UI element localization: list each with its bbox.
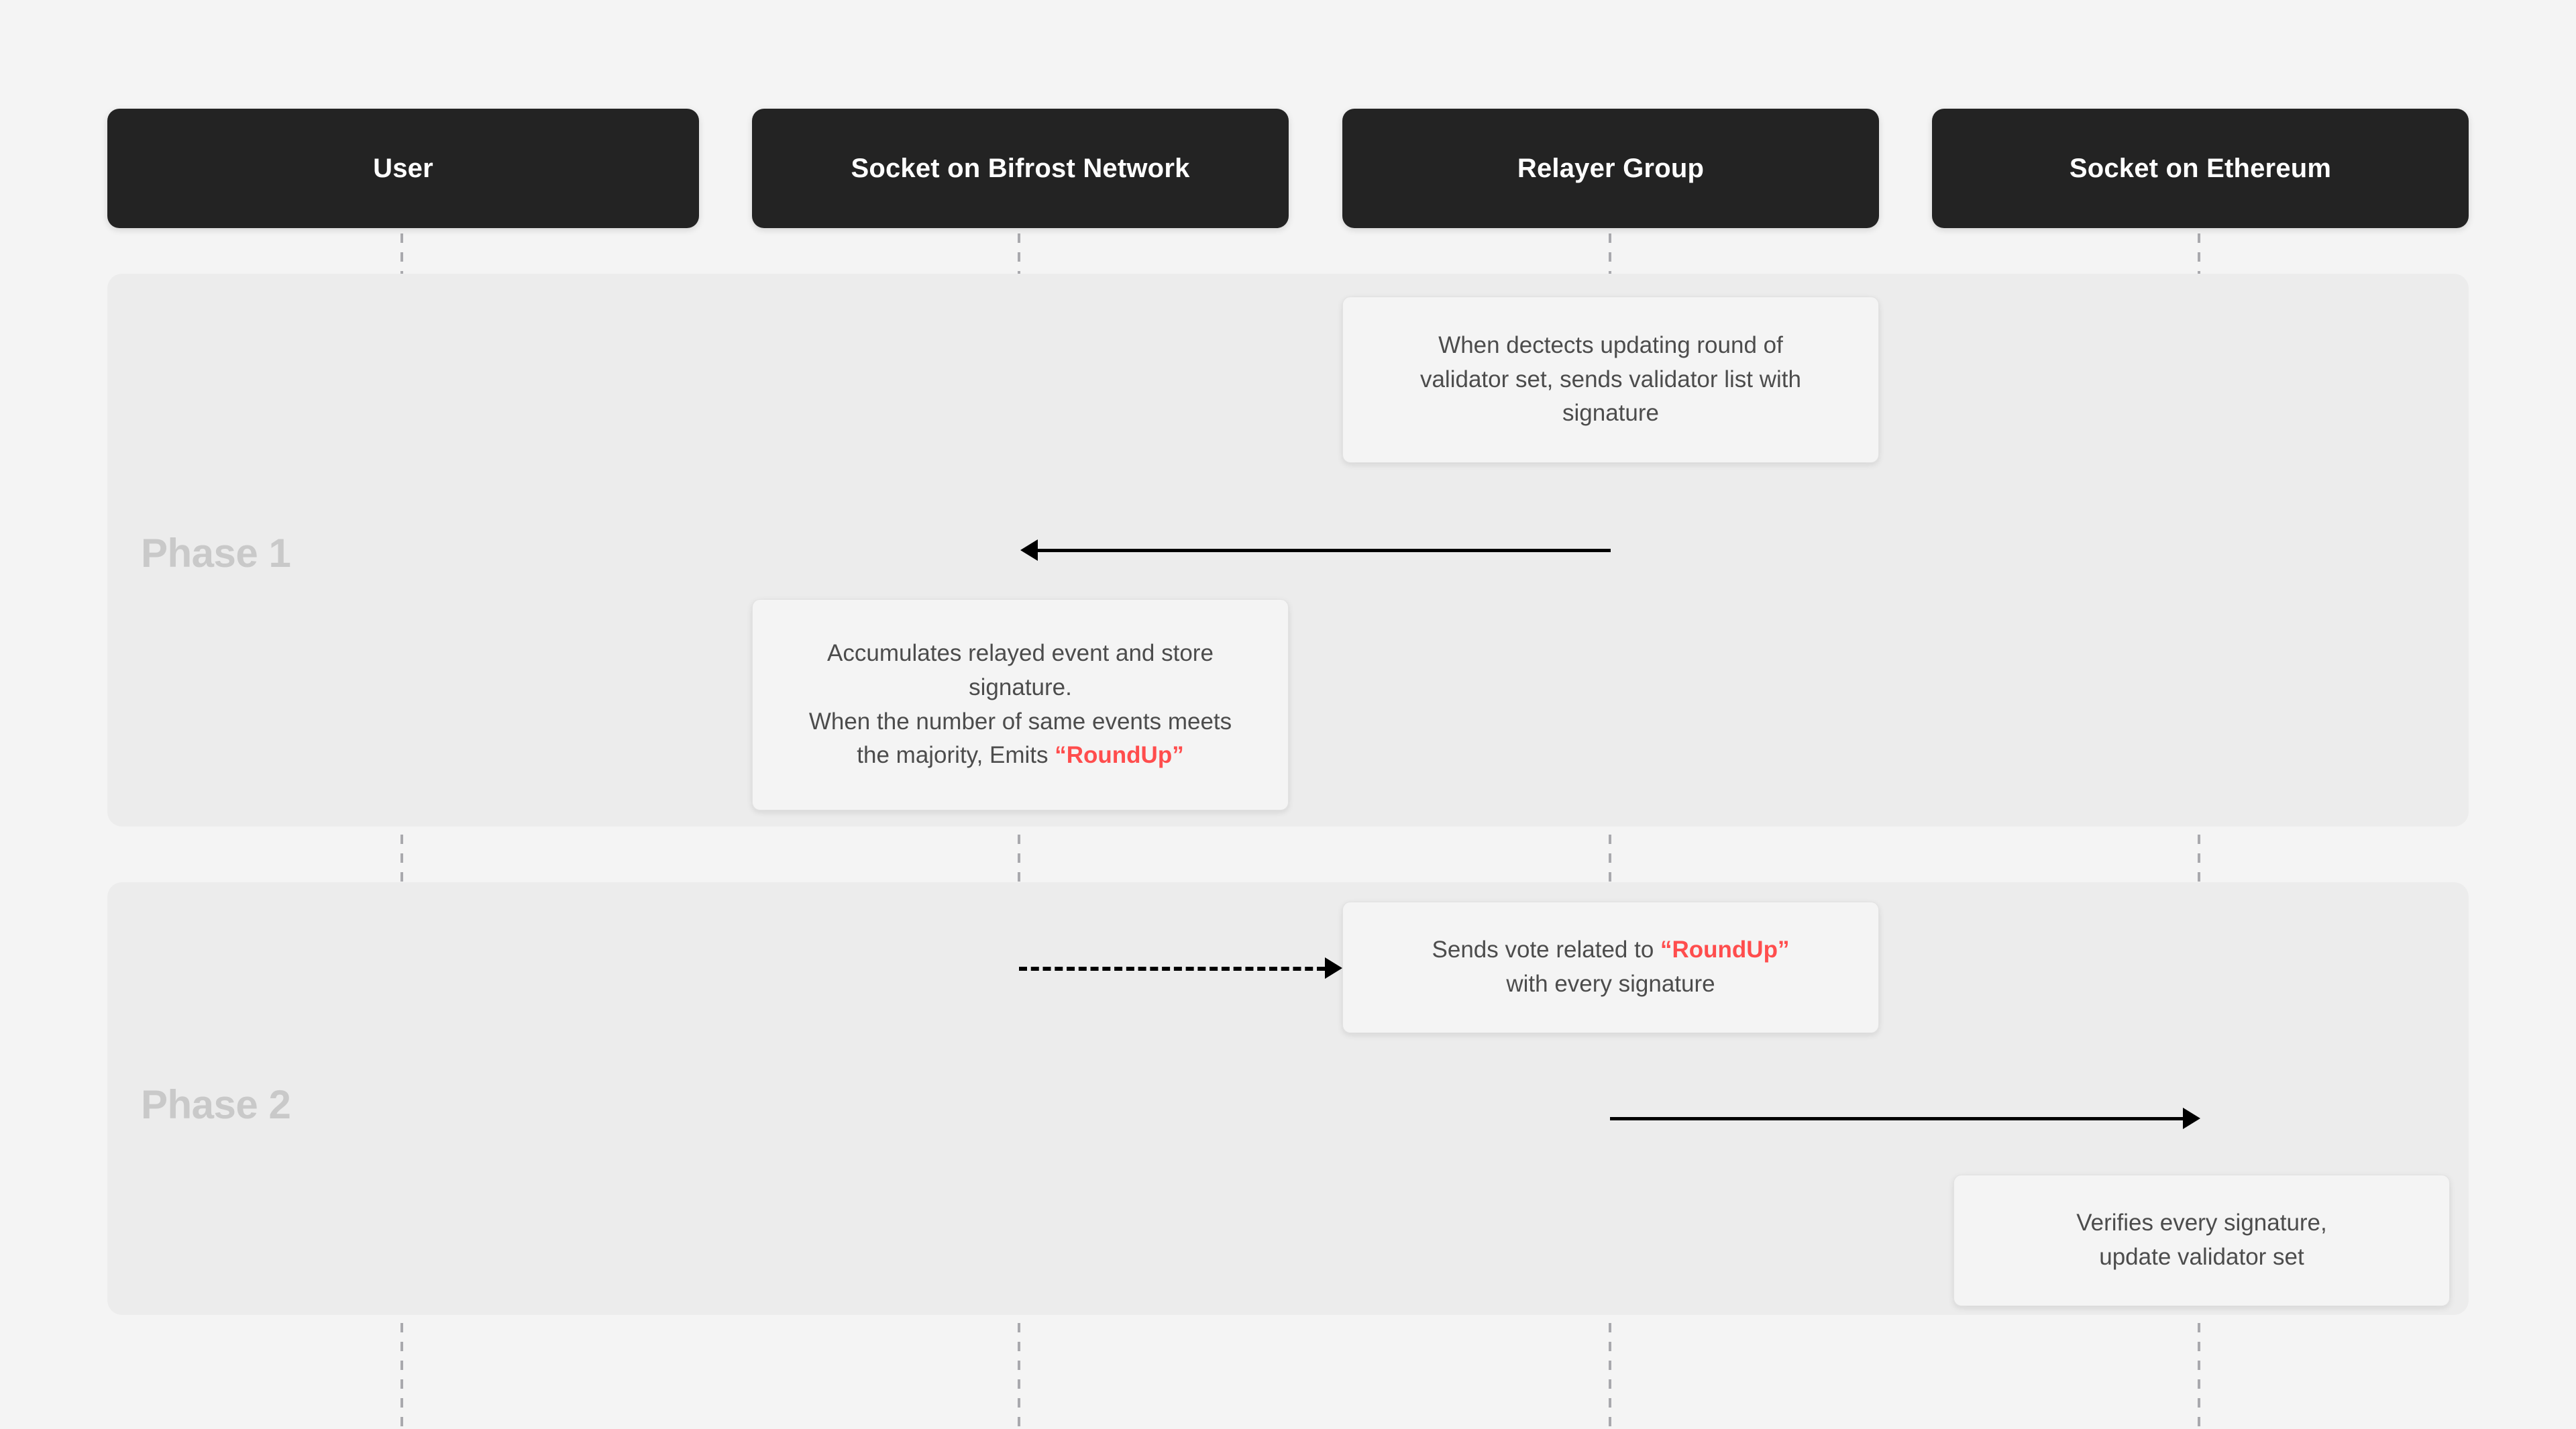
note-line: When dectects updating round of <box>1438 331 1783 358</box>
note-note-bifrost-accumulate: Accumulates relayed event and store sign… <box>752 599 1289 810</box>
message-line-msg-type-1-1 <box>1038 549 1611 552</box>
note-line: When the number of same events meets <box>808 708 1232 735</box>
message-arrowhead-msg-type-1-1 <box>1020 539 1038 561</box>
actor-label-user: User <box>373 153 433 183</box>
note-highlight: “RoundUp” <box>1660 937 1790 963</box>
note-line: Verifies every signature, <box>2076 1210 2327 1236</box>
note-line: Sends vote related to <box>1432 937 1661 963</box>
note-note-relayer-vote: Sends vote related to “RoundUp” with eve… <box>1342 902 1879 1033</box>
actor-label-socket-bifrost: Socket on Bifrost Network <box>851 153 1190 183</box>
phase-label-2: Phase 2 <box>141 1082 291 1127</box>
actor-label-relayer-group: Relayer Group <box>1517 153 1705 183</box>
actor-header-user[interactable]: User <box>107 109 699 228</box>
note-line: the majority, Emits <box>857 742 1055 769</box>
note-note-relayer-detect: When dectects updating round of validato… <box>1342 297 1879 463</box>
note-text-note-relayer-detect: When dectects updating round of validato… <box>1420 329 1801 431</box>
message-arrowhead-msg-roundup-vote <box>1325 957 1342 979</box>
actor-header-relayer-group[interactable]: Relayer Group <box>1342 109 1879 228</box>
note-text-note-ethereum-verify: Verifies every signature, update validat… <box>2076 1206 2327 1275</box>
message-line-msg-type-2 <box>1610 1117 2183 1120</box>
note-line: update validator set <box>2099 1244 2304 1270</box>
note-note-ethereum-verify: Verifies every signature, update validat… <box>1953 1175 2450 1306</box>
actor-header-socket-bifrost[interactable]: Socket on Bifrost Network <box>752 109 1289 228</box>
phase-label-1: Phase 1 <box>141 531 291 576</box>
note-line: validator set, sends validator list with <box>1419 366 1802 392</box>
note-text-note-relayer-vote: Sends vote related to “RoundUp” with eve… <box>1432 933 1790 1002</box>
actor-label-socket-ethereum: Socket on Ethereum <box>2069 153 2332 183</box>
note-line: with every signature <box>1506 971 1715 997</box>
message-line-msg-roundup-vote <box>1019 967 1325 971</box>
message-arrowhead-msg-type-2 <box>2183 1108 2200 1129</box>
note-line: Accumulates relayed event and store <box>827 640 1214 666</box>
note-highlight: “RoundUp” <box>1055 742 1184 769</box>
note-text-note-bifrost-accumulate: Accumulates relayed event and store sign… <box>809 637 1232 773</box>
note-line: signature. <box>969 674 1072 700</box>
note-line: signature <box>1562 400 1659 427</box>
actor-header-socket-ethereum[interactable]: Socket on Ethereum <box>1932 109 2469 228</box>
